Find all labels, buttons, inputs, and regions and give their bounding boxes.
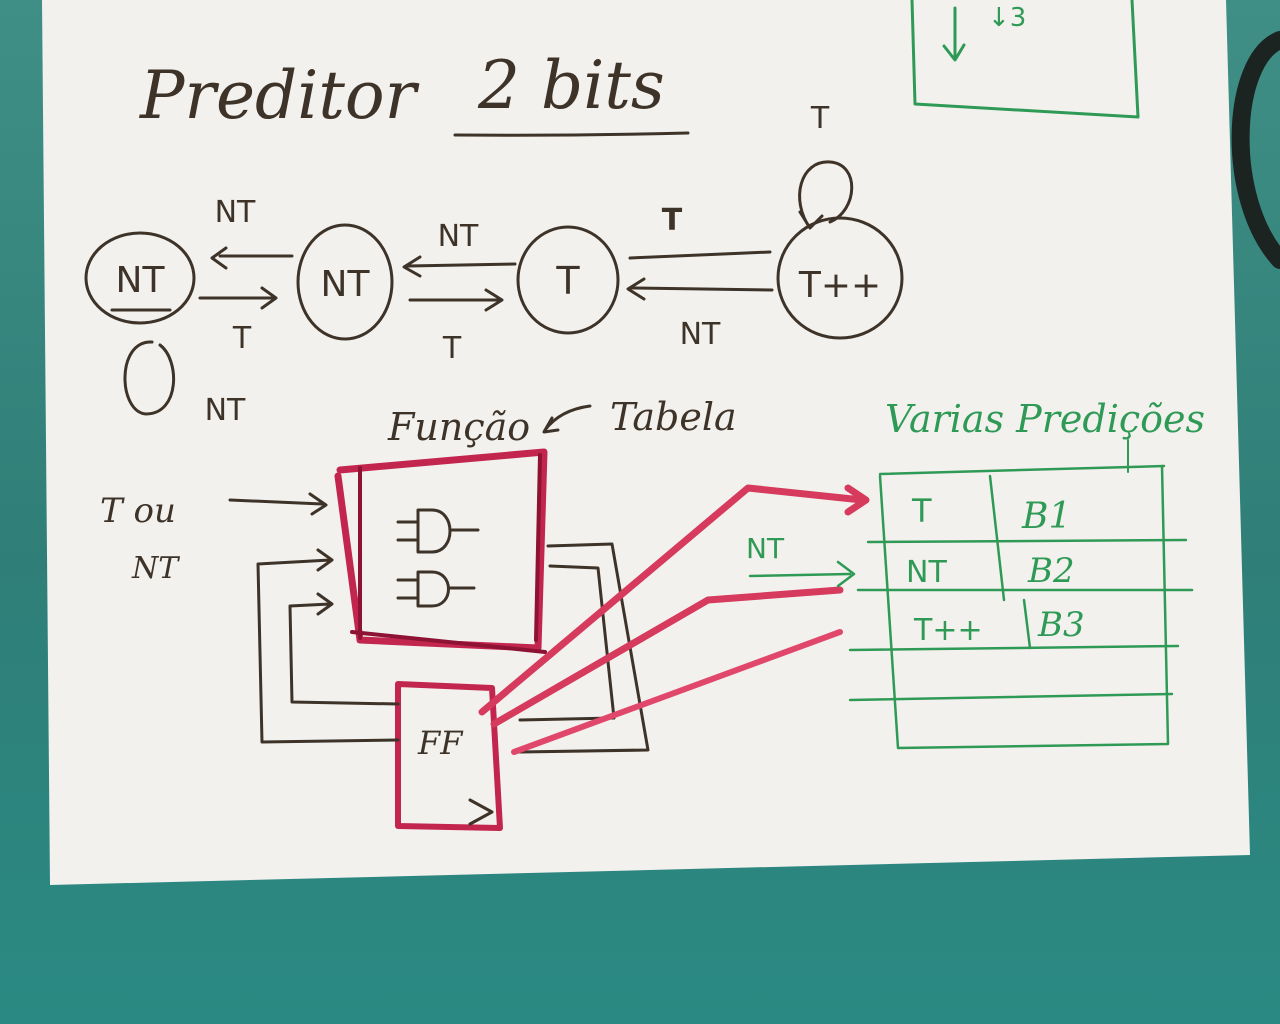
function-block xyxy=(334,448,548,654)
title-preditor: Preditor xyxy=(139,57,420,134)
arrow-s3-to-s2 xyxy=(402,255,517,278)
funcao-label: Função xyxy=(387,405,530,449)
title-underline xyxy=(453,131,690,137)
and-gate-2-icon xyxy=(396,570,476,608)
state-2: NT xyxy=(296,223,394,341)
prediction-table: Varias Predições NT T B1 NT B2 T++ B3 xyxy=(746,397,1205,750)
red-arrow-b3 xyxy=(511,629,843,755)
label-s1-to-s2: T xyxy=(232,321,252,356)
and-gate-1-icon xyxy=(396,508,480,554)
label-s4-to-s3: NT xyxy=(680,317,721,352)
paper-sheet xyxy=(42,0,1250,885)
self-loop-s4 xyxy=(798,160,854,230)
state-1: NT xyxy=(84,231,196,325)
background-cable xyxy=(1231,31,1280,269)
arrow-tabela-to-funcao xyxy=(542,404,592,434)
arrow-s2-to-s3 xyxy=(408,288,504,312)
table-title: Varias Predições xyxy=(885,397,1205,441)
arrow-s2-to-s1 xyxy=(210,246,294,270)
input-arrow xyxy=(228,492,328,516)
label-s4-self-loop: T xyxy=(810,101,830,136)
table-input-label: NT xyxy=(746,532,785,565)
row-3-state: T++ xyxy=(913,613,983,648)
input-label-t-ou: T ou xyxy=(100,491,176,531)
label-s2-to-s1: NT xyxy=(215,195,256,230)
flipflop-block: FF xyxy=(395,681,503,831)
red-arrow-b2 xyxy=(490,586,844,728)
feedback-wire-4 xyxy=(518,564,616,722)
label-s1-self-loop: NT xyxy=(205,393,246,428)
flipflop-label: FF xyxy=(417,724,464,762)
row-2-state: NT xyxy=(906,555,947,590)
feedback-wire-2 xyxy=(288,592,400,706)
row-2-branch: B2 xyxy=(1027,551,1075,591)
arrow-s3-to-s4 xyxy=(628,250,772,260)
state-4-label: T++ xyxy=(798,265,881,306)
table-input-arrow xyxy=(748,560,856,588)
tabela-label: Tabela xyxy=(610,395,737,439)
clock-icon xyxy=(468,798,494,826)
state-1-label: NT xyxy=(116,260,166,301)
label-s3-to-s4: T xyxy=(662,203,683,238)
corner-note-box: ↓3 xyxy=(910,0,1140,119)
row-3-branch: B3 xyxy=(1037,605,1085,645)
label-s2-to-s3: T xyxy=(442,331,462,366)
arrow-s1-to-s2 xyxy=(198,286,278,310)
input-label-nt: NT xyxy=(131,551,180,586)
corner-note-text: ↓3 xyxy=(988,3,1026,33)
row-1-state: T xyxy=(911,492,932,530)
self-loop-s1 xyxy=(123,340,176,416)
state-2-label: NT xyxy=(321,264,371,305)
label-s3-to-s2: NT xyxy=(438,219,479,254)
red-arrow-b1 xyxy=(478,484,870,716)
state-4: T++ xyxy=(776,216,904,340)
state-3-label: T xyxy=(555,259,580,303)
state-machine: NT NT T T++ NT T NT NT T T xyxy=(84,101,904,428)
state-3: T xyxy=(516,225,620,335)
title-2bits: 2 bits xyxy=(477,47,665,124)
title-group: Preditor 2 bits xyxy=(139,47,690,137)
row-1-branch: B1 xyxy=(1021,496,1071,537)
feedback-wire-1 xyxy=(256,548,400,744)
arrow-s4-to-s3 xyxy=(626,277,774,301)
